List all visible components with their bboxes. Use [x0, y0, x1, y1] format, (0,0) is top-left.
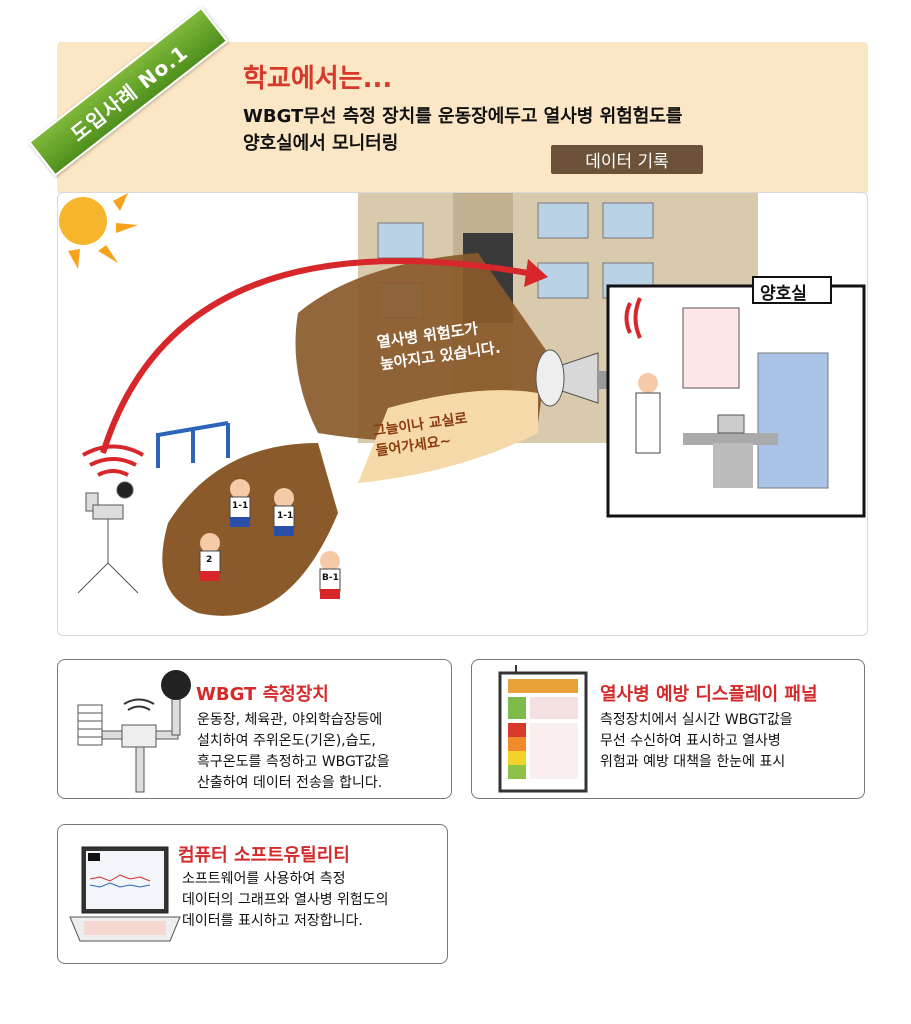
laptop-icon — [69, 846, 181, 942]
display-body-line: 위험과 예방 대책을 한눈에 표시 — [600, 754, 786, 770]
wbgt-body-line: 설치하여 주위온도(기온),습도, — [197, 733, 376, 749]
display-card-body: 측정장치에서 실시간 WBGT값을 무선 수신하여 표시하고 열사병 위험과 예… — [600, 710, 860, 773]
header-desc-line2: 양호실에서 모니터링 — [243, 133, 399, 154]
kid-number: 2 — [206, 555, 213, 565]
software-body-line: 데이터를 표시하고 저장합니다. — [182, 913, 363, 929]
horizontal-bars — [156, 421, 230, 468]
display-panel-icon — [498, 665, 588, 793]
room-label-box — [752, 276, 832, 304]
kid-number: 1-1 — [277, 511, 294, 521]
display-panel-card: 열사병 예방 디스플레이 패널 측정장치에서 실시간 WBGT값을 무선 수신하… — [471, 659, 865, 799]
wireless-arrow-head — [524, 259, 548, 287]
advice-beam — [358, 390, 538, 483]
software-body-line: 데이터의 그래프와 열사병 위험도의 — [182, 892, 389, 908]
wbgt-card-title: WBGT 측정장치 — [196, 684, 329, 705]
sun-icon — [59, 193, 138, 269]
display-card-title: 열사병 예방 디스플레이 패널 — [600, 684, 818, 705]
nurse-room-panel — [606, 284, 866, 518]
wireless-arc — [100, 258, 529, 454]
children-group — [199, 479, 341, 599]
wbgt-card-body: 운동장, 체육관, 야외학습장등에 설치하여 주위온도(기온),습도, 흑구온도… — [197, 710, 447, 794]
school-scene-illustration: 무선통신 열사병 위험도가 높아지고 있습니다. 그늘이나 교실로 들어가세요~… — [57, 192, 868, 636]
kid-number: B-1 — [322, 573, 339, 583]
data-record-badge: 데이터 기록 — [551, 145, 703, 174]
software-card-body: 소프트웨어를 사용하여 측정 데이터의 그래프와 열사병 위험도의 데이터를 표… — [182, 869, 447, 932]
header-description: WBGT무선 측정 장치를 운동장에두고 열사병 위험험도를 양호실에서 모니터… — [243, 103, 803, 157]
schoolyard-ground — [162, 443, 338, 616]
alarm-waves-icon — [624, 297, 642, 339]
wbgt-device-card: WBGT 측정장치 운동장, 체육관, 야외학습장등에 설치하여 주위온도(기온… — [57, 659, 452, 799]
wbgt-body-line: 운동장, 체육관, 야외학습장등에 — [197, 712, 383, 728]
kid-number: 1-1 — [232, 501, 249, 511]
software-card-title: 컴퓨터 소프트유틸리티 — [178, 845, 350, 866]
header-title: 학교에서는... — [243, 64, 393, 94]
display-body-line: 무선 수신하여 표시하고 열사병 — [600, 733, 781, 749]
wbgt-body-line: 흑구온도를 측정하고 WBGT값을 — [197, 754, 390, 770]
room-label: 양호실 — [760, 284, 807, 304]
header-desc-line1: WBGT무선 측정 장치를 운동장에두고 열사병 위험험도를 — [243, 106, 683, 127]
wbgt-sensor-tripod — [77, 481, 139, 594]
signal-waves-icon — [82, 444, 144, 477]
display-body-line: 측정장치에서 실시간 WBGT값을 — [600, 712, 793, 728]
scene-drawing — [59, 193, 866, 616]
wbgt-device-icon — [77, 670, 191, 793]
wbgt-body-line: 산출하여 데이터 전송을 합니다. — [197, 775, 383, 791]
software-body-line: 소프트웨어를 사용하여 측정 — [182, 871, 346, 887]
software-card: 컴퓨터 소프트유틸리티 소프트웨어를 사용하여 측정 데이터의 그래프와 열사병… — [57, 824, 448, 964]
